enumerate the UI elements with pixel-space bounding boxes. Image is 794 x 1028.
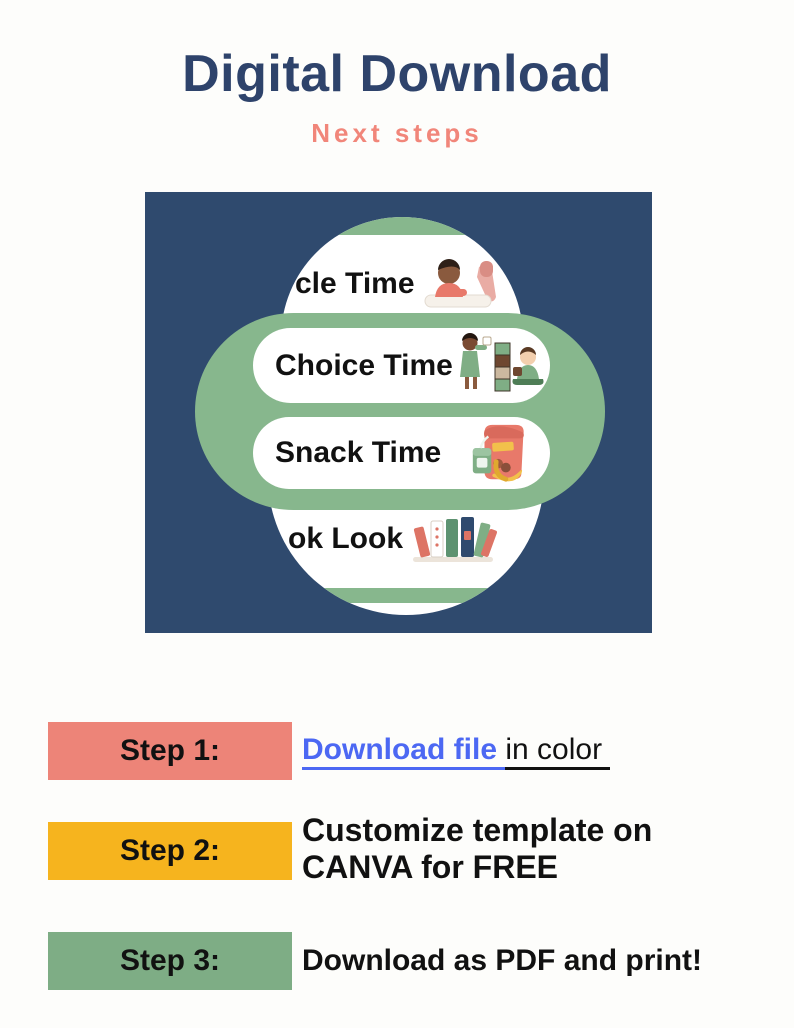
step3-label-box: Step 3:	[48, 932, 292, 990]
green-stripe	[281, 217, 523, 235]
schedule-row-book-look: ok Look	[288, 511, 499, 567]
schedule-row-snack-time: Snack Time	[253, 417, 550, 489]
page-title: Digital Download	[182, 45, 612, 103]
schedule-preview-image: cle Time ok Look	[145, 192, 652, 633]
step1-rest-text: in color	[505, 733, 611, 770]
row-label: Snack Time	[275, 436, 442, 469]
books-on-shelf-icon	[413, 517, 497, 562]
download-file-link[interactable]: Download file	[302, 733, 506, 770]
schedule-row-choice-time: Choice Time	[253, 328, 550, 403]
step3-description: Download as PDF and print!	[302, 944, 703, 977]
children-at-table-icon	[424, 259, 496, 308]
step2-description-line2: CANVA for FREE	[302, 849, 558, 885]
step2-description: Customize template on CANVA for FREE	[302, 812, 652, 886]
step3-label: Step 3:	[119, 944, 221, 977]
step2-description-line1: Customize template on	[302, 812, 653, 848]
step1-description: Download file in color	[302, 722, 611, 780]
page-subtitle: Next steps	[311, 118, 483, 148]
snack-bag-icon	[472, 424, 524, 482]
row-label: cle Time	[295, 267, 415, 300]
step2-label-box: Step 2:	[48, 822, 292, 880]
row-label: Choice Time	[275, 348, 453, 382]
schedule-row-circle-time: cle Time	[295, 253, 503, 315]
kids-building-blocks-icon	[459, 332, 544, 391]
schedule-green-pill: Choice Time	[195, 313, 605, 510]
step1-label: Step 1:	[119, 734, 221, 767]
step1-label-box: Step 1:	[48, 722, 292, 780]
step2-label: Step 2:	[119, 834, 221, 867]
green-stripe	[268, 588, 544, 603]
row-label: ok Look	[288, 522, 404, 555]
